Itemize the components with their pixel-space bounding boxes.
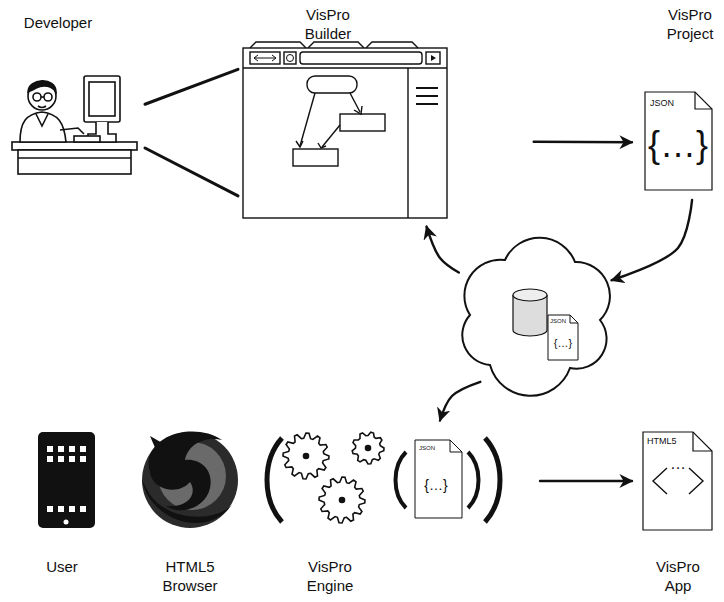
- node-label: VisPro Builder: [288, 6, 368, 44]
- builder-tool: VisPro Builder: [238, 4, 450, 222]
- flow-arrow: [427, 227, 459, 273]
- node-label: Developer: [24, 14, 92, 33]
- node-label: VisPro Project: [658, 6, 722, 44]
- document-text: HTML5: [647, 436, 677, 447]
- node-label: HTML5 Browser: [155, 558, 225, 596]
- actor-figure: Developer: [5, 8, 145, 183]
- flow-arrow: [440, 382, 480, 421]
- node-label: User: [46, 558, 78, 577]
- developer-icon: [12, 76, 137, 174]
- document-text: JSON: [650, 98, 674, 109]
- flow-arrow: [534, 141, 632, 144]
- engine-gears: [267, 432, 500, 523]
- document-text: …: [670, 454, 686, 474]
- builder-window: [243, 42, 447, 218]
- document-text: {…}: [554, 337, 572, 351]
- node-label: VisPro App: [646, 558, 710, 596]
- tablet-icon: [38, 432, 95, 528]
- document-text: JSON: [550, 318, 566, 326]
- flow-arrow: [540, 480, 632, 482]
- browser-app: HTML5 Browser: [130, 425, 250, 600]
- project-file: VisPro ProjectJSON {…}: [636, 4, 724, 196]
- node-label: VisPro Engine: [295, 558, 365, 596]
- document-text: {…}: [648, 122, 708, 167]
- engine-runtime: VisPro Engine JSON {…}: [265, 425, 505, 600]
- cloud-store: JSON {…}: [462, 240, 608, 380]
- flow-arrow: [612, 200, 692, 280]
- html-document: [643, 432, 712, 530]
- document-text: JSON: [419, 445, 435, 453]
- user-device: User: [20, 425, 110, 600]
- view-line: [145, 69, 238, 104]
- cloud-storage: [462, 238, 610, 396]
- app-output: VisPro App HTML5 …: [636, 425, 718, 600]
- view-line: [145, 148, 238, 196]
- json-document: [645, 92, 712, 190]
- browser-icon: [142, 432, 238, 528]
- document-text: {…}: [424, 477, 447, 495]
